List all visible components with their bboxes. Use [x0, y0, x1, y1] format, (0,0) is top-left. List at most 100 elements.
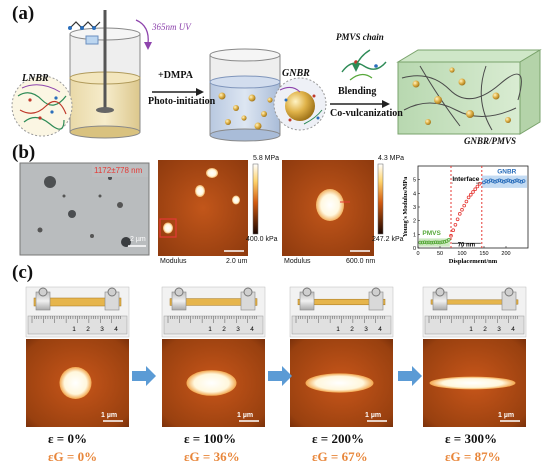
- data-point: [457, 212, 462, 216]
- data-point: [468, 192, 473, 197]
- scale-bar-label: 1 µm: [237, 412, 253, 419]
- data-point: [471, 190, 475, 194]
- afm1-caption: Modulus: [160, 258, 187, 265]
- panel-label-a: (a): [12, 3, 35, 24]
- ruler-number: 3: [100, 326, 104, 333]
- data-point: [442, 240, 447, 244]
- data-point: [504, 179, 508, 183]
- annotation-interface: Interface: [452, 176, 479, 183]
- afm1-cbar-max: 5.8 MPa: [253, 155, 280, 162]
- blending-label: Blending: [338, 86, 377, 97]
- ruler-number: 1: [208, 326, 212, 333]
- afm-image-1: [158, 160, 259, 256]
- data-point: [418, 240, 423, 245]
- data-point: [446, 238, 451, 242]
- ruler-number: 1: [469, 326, 473, 333]
- data-point: [449, 233, 453, 238]
- particle-spot: [186, 370, 237, 396]
- gap-strain-label: εG = 87%: [445, 449, 501, 464]
- product-box: [396, 49, 542, 135]
- annotation-gnbr: GNBR: [497, 169, 516, 176]
- scale-bar-label: 1 µm: [498, 412, 514, 419]
- dmpa-label: +DMPA: [158, 70, 193, 81]
- data-point: [517, 179, 521, 183]
- y-tick-label: 3: [413, 205, 416, 211]
- clamp-screw: [504, 287, 514, 297]
- ruler-number: 3: [236, 326, 240, 333]
- data-point: [466, 195, 471, 200]
- photo-initiation-label: Photo-initiation: [148, 96, 216, 107]
- x-tick-label: 100: [457, 251, 466, 257]
- ruler-number: 2: [222, 326, 226, 333]
- afm1-cbar-min: 400.0 kPa: [246, 236, 278, 243]
- data-point: [519, 179, 524, 184]
- particle-spot: [59, 367, 92, 399]
- ruler-number: 2: [86, 326, 90, 333]
- data-point: [451, 228, 456, 233]
- lnbr-zoom: [11, 75, 73, 137]
- data-point: [438, 240, 442, 245]
- sample-strip: [169, 298, 258, 306]
- data-point: [427, 240, 431, 245]
- tem-image: [19, 162, 150, 256]
- transition-arrow: [268, 366, 292, 386]
- annotation-pmvs: PMVS: [422, 230, 441, 237]
- ruler-number: 3: [497, 326, 501, 333]
- x-tick-label: 200: [501, 251, 510, 257]
- tem-size-label: 1172±778 nm: [94, 166, 143, 175]
- ruler-number: 1: [72, 326, 76, 333]
- ruler-number: 2: [350, 326, 354, 333]
- data-point: [475, 184, 480, 189]
- y-tick-label: 1: [413, 232, 416, 238]
- x-tick-label: 0: [416, 251, 419, 257]
- clamp-screw: [371, 287, 381, 297]
- data-point: [460, 207, 464, 212]
- data-point: [501, 179, 506, 184]
- gnbr-zoom: [273, 77, 327, 131]
- data-point: [473, 187, 478, 192]
- ruler-number: 4: [114, 326, 118, 333]
- afm2-cbar-min: 247.2 kPa: [372, 236, 404, 243]
- data-point: [422, 240, 427, 245]
- particle-spot: [305, 373, 374, 393]
- sample-strip: [297, 298, 386, 306]
- data-point: [515, 178, 519, 183]
- data-point: [490, 179, 495, 183]
- clamp-screw: [107, 287, 117, 297]
- panel-label-c: (c): [12, 262, 34, 283]
- afm2-scale-label: 600.0 nm: [346, 258, 376, 265]
- x-tick-label: 150: [479, 251, 488, 257]
- pmvs-chain: [341, 49, 387, 81]
- afm2-cbar-max: 4.3 MPa: [378, 155, 405, 162]
- data-point: [488, 178, 493, 183]
- afm-image-2: [282, 160, 384, 256]
- gap-strain-label: εG = 67%: [312, 449, 368, 464]
- transition-arrow: [398, 366, 422, 386]
- ruler-number: 4: [378, 326, 382, 333]
- clamp-screw: [435, 287, 445, 297]
- data-point: [431, 240, 436, 245]
- panel-label-b: (b): [12, 142, 36, 163]
- data-point: [453, 222, 458, 227]
- ruler-number: 1: [336, 326, 340, 333]
- data-point: [429, 240, 434, 245]
- y-tick-label: 4: [413, 191, 416, 197]
- data-point: [510, 179, 515, 184]
- covulcanization-label: Co-vulcanization: [330, 108, 403, 119]
- clamp-screw: [38, 287, 48, 297]
- y-tick-label: 2: [413, 219, 416, 225]
- annotation-width: 70 nm: [458, 243, 475, 249]
- strain-label: ε = 200%: [312, 431, 364, 446]
- lnbr-label: LNBR: [22, 73, 49, 84]
- y-tick-label: 0: [413, 246, 416, 252]
- data-point: [512, 179, 517, 183]
- tem-scale-label: 2 µm: [130, 236, 146, 243]
- data-point: [433, 240, 438, 245]
- data-point: [420, 240, 425, 245]
- gap-strain-label: εG = 36%: [184, 449, 240, 464]
- strain-label: ε = 300%: [445, 431, 497, 446]
